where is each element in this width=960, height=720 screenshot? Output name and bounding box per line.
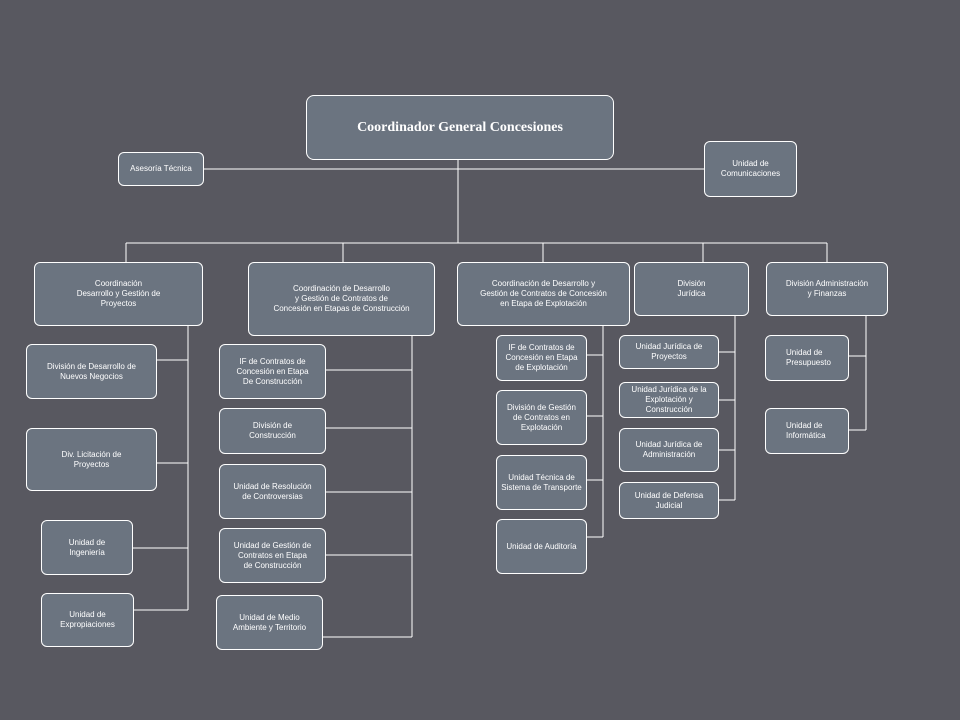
unidad-auditoria-box: Unidad de Auditoría bbox=[496, 519, 587, 574]
asesoria-tecnica-box: Asesoría Técnica bbox=[118, 152, 204, 186]
unidad-defensa-judicial-box: Unidad de Defensa Judicial bbox=[619, 482, 719, 519]
division-construccion-box: División de Construcción bbox=[219, 408, 326, 454]
division-juridica-box: División Jurídica bbox=[634, 262, 749, 316]
unidad-gestion-contratos-construccion-box: Unidad de Gestión de Contratos en Etapa … bbox=[219, 528, 326, 583]
coordinacion-explotacion-box: Coordinación de Desarrollo y Gestión de … bbox=[457, 262, 630, 326]
coordinador-general-box: Coordinador General Concesiones bbox=[306, 95, 614, 160]
unidad-comunicaciones-box: Unidad de Comunicaciones bbox=[704, 141, 797, 197]
unidad-presupuesto-box: Unidad de Presupuesto bbox=[765, 335, 849, 381]
unidad-juridica-explotacion-box: Unidad Jurídica de la Explotación y Cons… bbox=[619, 382, 719, 418]
unidad-ingenieria-box: Unidad de Ingeniería bbox=[41, 520, 133, 575]
if-contratos-explotacion-box: IF de Contratos de Concesión en Etapa de… bbox=[496, 335, 587, 381]
coordinacion-construccion-box: Coordinación de Desarrollo y Gestión de … bbox=[248, 262, 435, 336]
coordinacion-desarrollo-gestion-box: Coordinación Desarrollo y Gestión de Pro… bbox=[34, 262, 203, 326]
division-nuevos-negocios-box: División de Desarrollo de Nuevos Negocio… bbox=[26, 344, 157, 399]
unidad-tecnica-transporte-box: Unidad Técnica de Sistema de Transporte bbox=[496, 455, 587, 510]
division-administracion-box: División Administración y Finanzas bbox=[766, 262, 888, 316]
unidad-juridica-proyectos-box: Unidad Jurídica de Proyectos bbox=[619, 335, 719, 369]
division-gestion-contratos-explotacion-box: División de Gestión de Contratos en Expl… bbox=[496, 390, 587, 445]
unidad-juridica-administracion-box: Unidad Jurídica de Administración bbox=[619, 428, 719, 472]
if-contratos-construccion-box: IF de Contratos de Concesión en Etapa De… bbox=[219, 344, 326, 399]
unidad-resolucion-controversias-box: Unidad de Resolución de Controversias bbox=[219, 464, 326, 519]
unidad-informatica-box: Unidad de Informática bbox=[765, 408, 849, 454]
division-licitacion-box: Div. Licitación de Proyectos bbox=[26, 428, 157, 491]
unidad-expropiaciones-box: Unidad de Expropiaciones bbox=[41, 593, 134, 647]
unidad-medio-ambiente-box: Unidad de Medio Ambiente y Territorio bbox=[216, 595, 323, 650]
